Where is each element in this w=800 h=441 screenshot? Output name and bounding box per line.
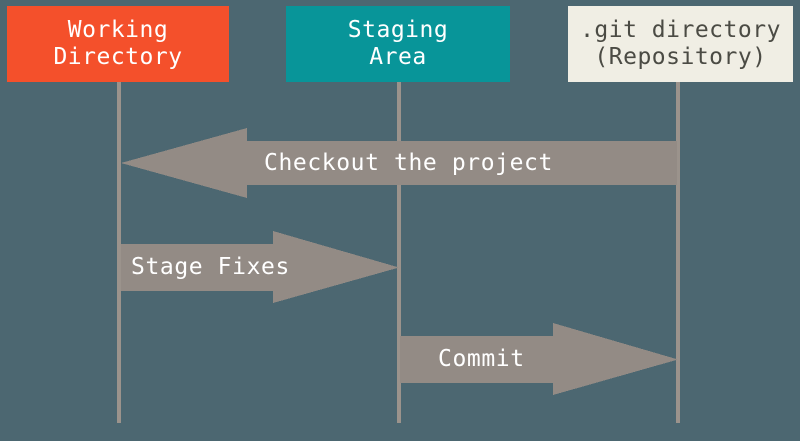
lifeline-working-directory (117, 82, 121, 423)
lifeline-git-directory (676, 82, 680, 423)
node-git-directory-line2: (Repository) (594, 44, 767, 70)
node-git-directory-line1: .git directory (580, 16, 781, 43)
arrow-checkout-the-project[interactable] (121, 128, 677, 198)
node-staging-area-line2: Area (369, 44, 427, 70)
lifeline-staging-area (397, 82, 401, 423)
node-git-directory[interactable]: .git directory (Repository) (568, 6, 793, 82)
arrow-label-stage-fixes: Stage Fixes (131, 254, 290, 280)
node-staging-area[interactable]: Staging Area (286, 6, 510, 82)
node-working-directory[interactable]: Working Directory (7, 6, 229, 82)
arrow-commit[interactable] (400, 323, 678, 395)
arrow-label-commit: Commit (438, 346, 525, 372)
node-staging-area-line1: Staging (347, 16, 449, 43)
lifelines-group (117, 82, 680, 423)
arrow-label-checkout-the-project: Checkout the project (264, 150, 553, 176)
arrow-shapes-group (121, 128, 678, 395)
node-working-directory-line1: Working (67, 16, 169, 43)
node-working-directory-line2: Directory (53, 44, 183, 70)
arrow-stage-fixes[interactable] (121, 231, 399, 303)
